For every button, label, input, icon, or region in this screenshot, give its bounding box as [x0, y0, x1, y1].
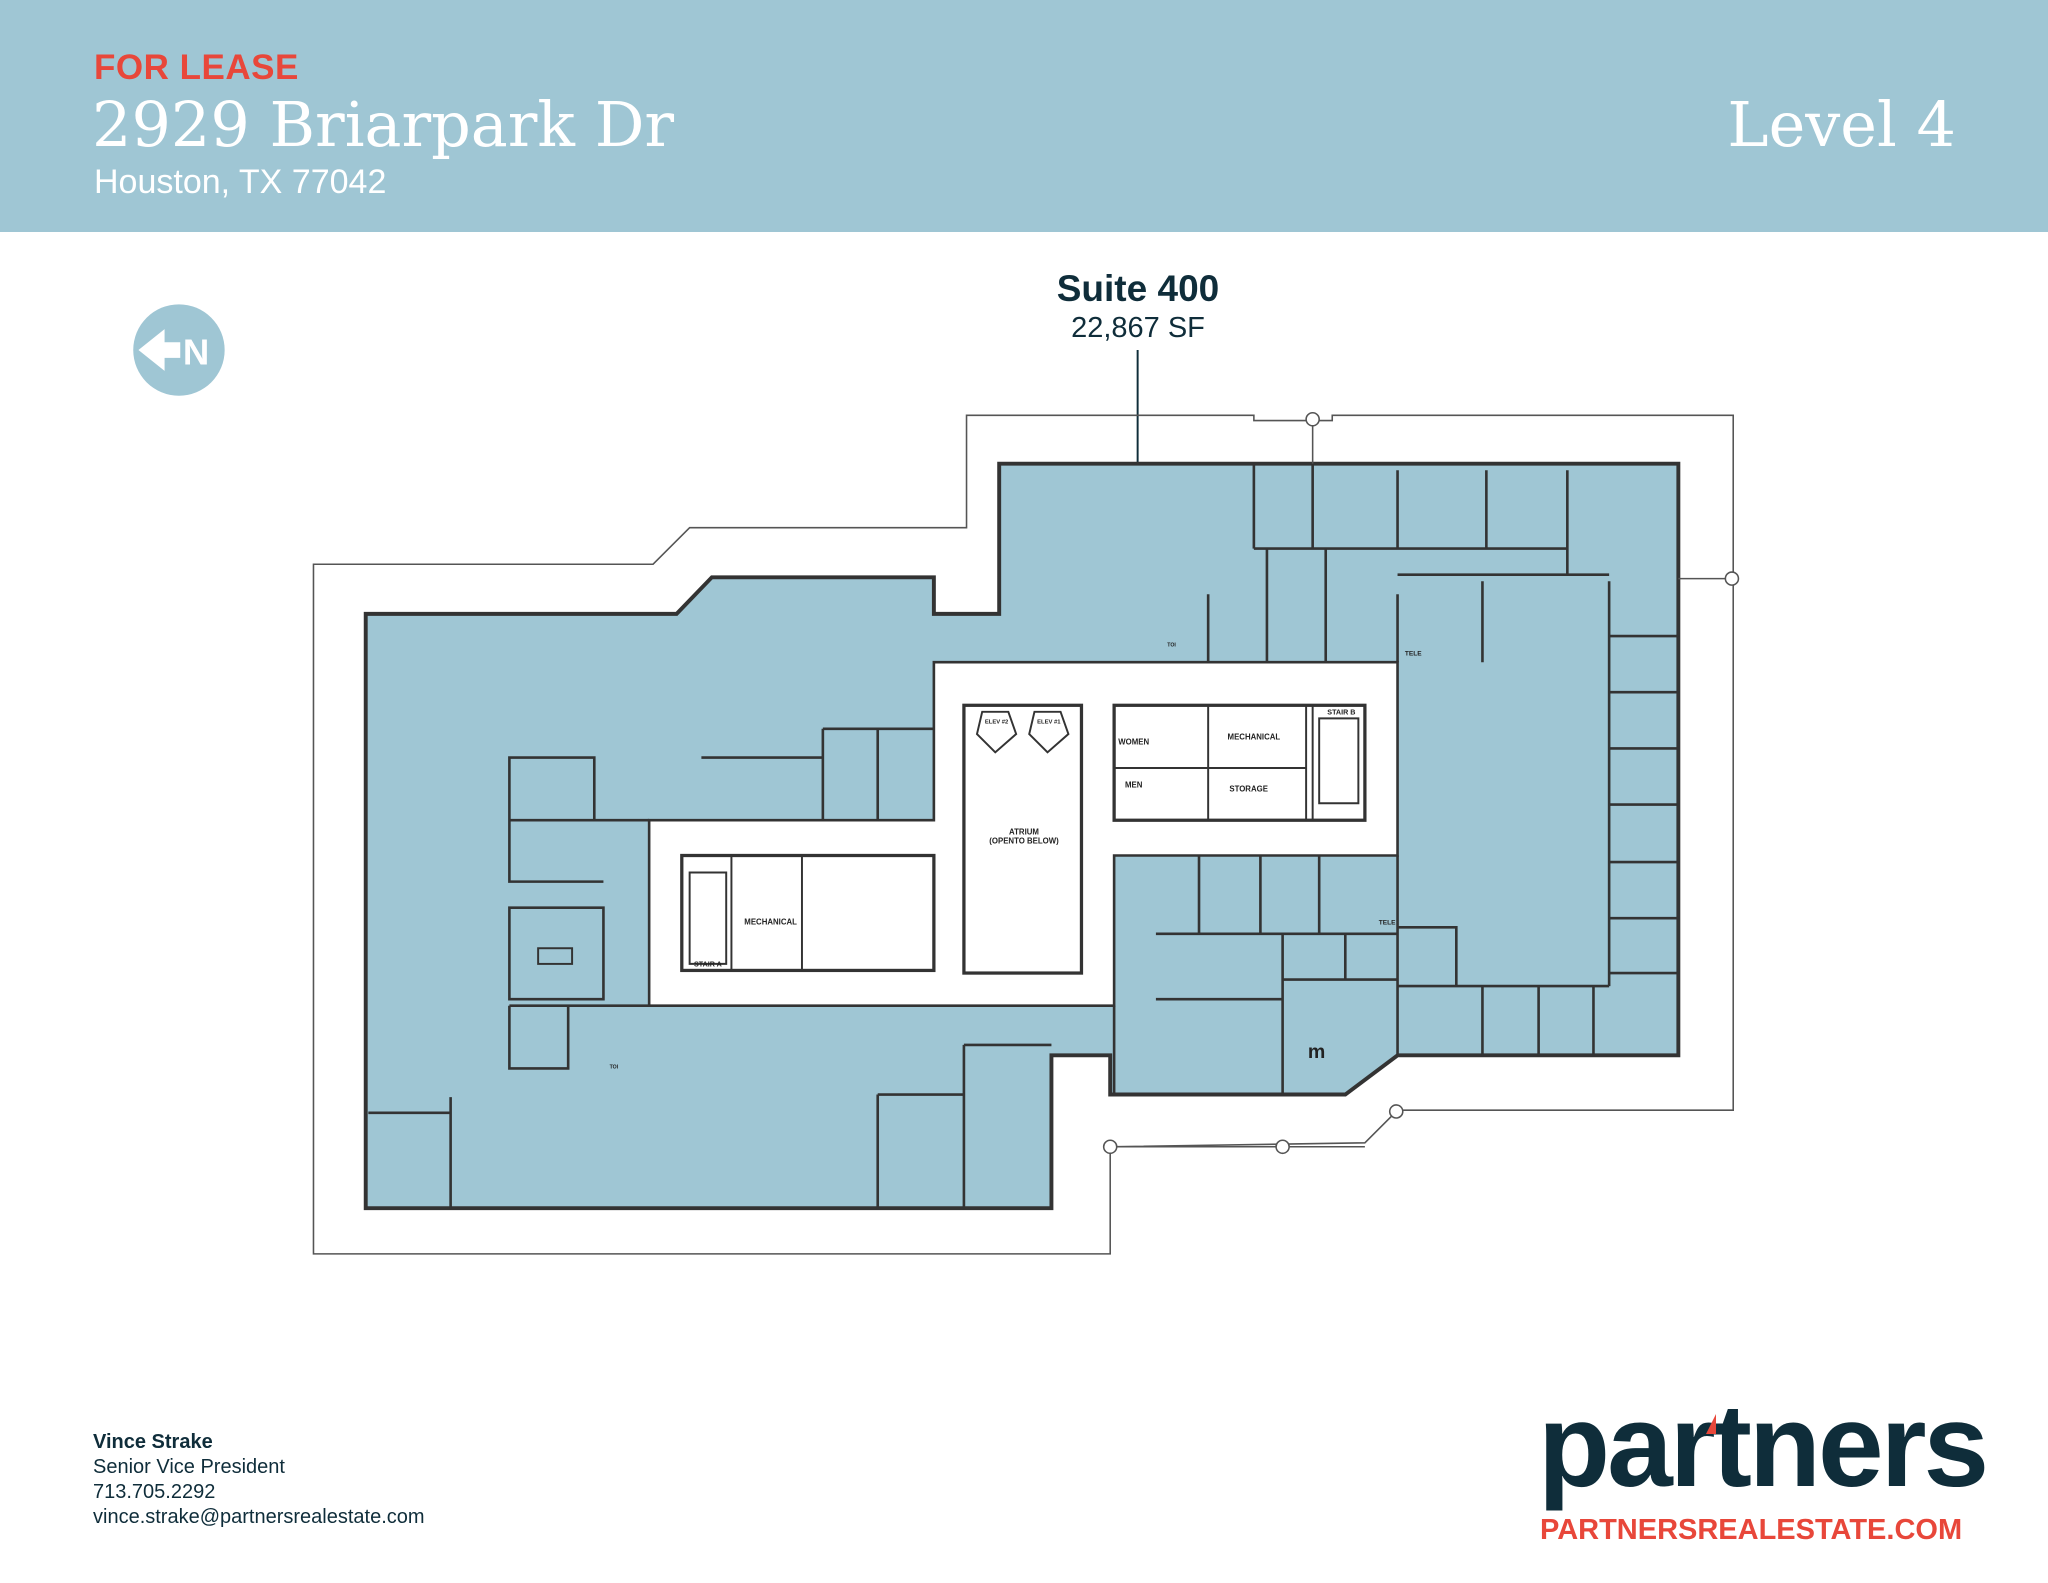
contact-phone[interactable]: 713.705.2292	[93, 1481, 216, 1503]
core-rooms	[680, 703, 1367, 975]
atrium	[962, 703, 1084, 975]
label-stair-b: STAIR B	[1327, 708, 1355, 716]
restrooms-mechanical	[1112, 703, 1367, 822]
label-m-room: m	[1308, 1041, 1325, 1063]
suite-area: 22,867 SF	[1071, 312, 1205, 344]
label-tele-north: TELE	[1405, 651, 1422, 658]
logo-accent-mark	[1706, 1414, 1716, 1434]
label-atrium-note: (OPENTO BELOW)	[989, 837, 1059, 846]
contact-title: Senior Vice President	[93, 1456, 285, 1478]
property-city: Houston, TX 77042	[94, 163, 387, 201]
label-storage: STORAGE	[1229, 785, 1268, 794]
contact-block: Vince Strake Senior Vice President 713.7…	[93, 1430, 425, 1530]
label-mechanical-east: MECHANICAL	[1228, 732, 1281, 741]
stair-a-mechanical	[680, 853, 936, 973]
label-atrium: ATRIUM	[1009, 828, 1039, 837]
label-men: MEN	[1125, 781, 1143, 790]
label-elev1: ELEV #1	[1037, 720, 1061, 726]
label-women: WOMEN	[1118, 737, 1149, 746]
website-link[interactable]: PARTNERSREALESTATE.COM	[1540, 1514, 1963, 1546]
label-stair-a: STAIR A	[694, 961, 722, 969]
label-tele-south: TELE	[1379, 920, 1396, 927]
column-grid-markers	[1102, 411, 1740, 1155]
contact-name: Vince Strake	[93, 1431, 213, 1453]
compass-label: N	[183, 331, 209, 372]
label-toi-north: TOI	[1167, 643, 1176, 649]
lease-status: FOR LEASE	[94, 48, 299, 87]
suite-name: Suite 400	[1056, 268, 1220, 309]
floor-level: Level 4	[1727, 88, 1956, 161]
header-banner: FOR LEASE 2929 Briarpark Dr Houston, TX …	[0, 0, 2048, 232]
property-address: 2929 Briarpark Dr	[92, 88, 675, 161]
partners-logo: partners	[1538, 1380, 1989, 1512]
label-mechanical-west: MECHANICAL	[744, 918, 797, 927]
site-outline	[312, 414, 1734, 1255]
label-elev2: ELEV #2	[985, 720, 1009, 726]
contact-email[interactable]: vince.strake@partnersrealestate.com	[93, 1506, 425, 1528]
north-arrow-icon: N	[133, 304, 225, 396]
interior-walls	[368, 463, 1679, 1209]
label-toi-south: TOI	[610, 1064, 619, 1070]
